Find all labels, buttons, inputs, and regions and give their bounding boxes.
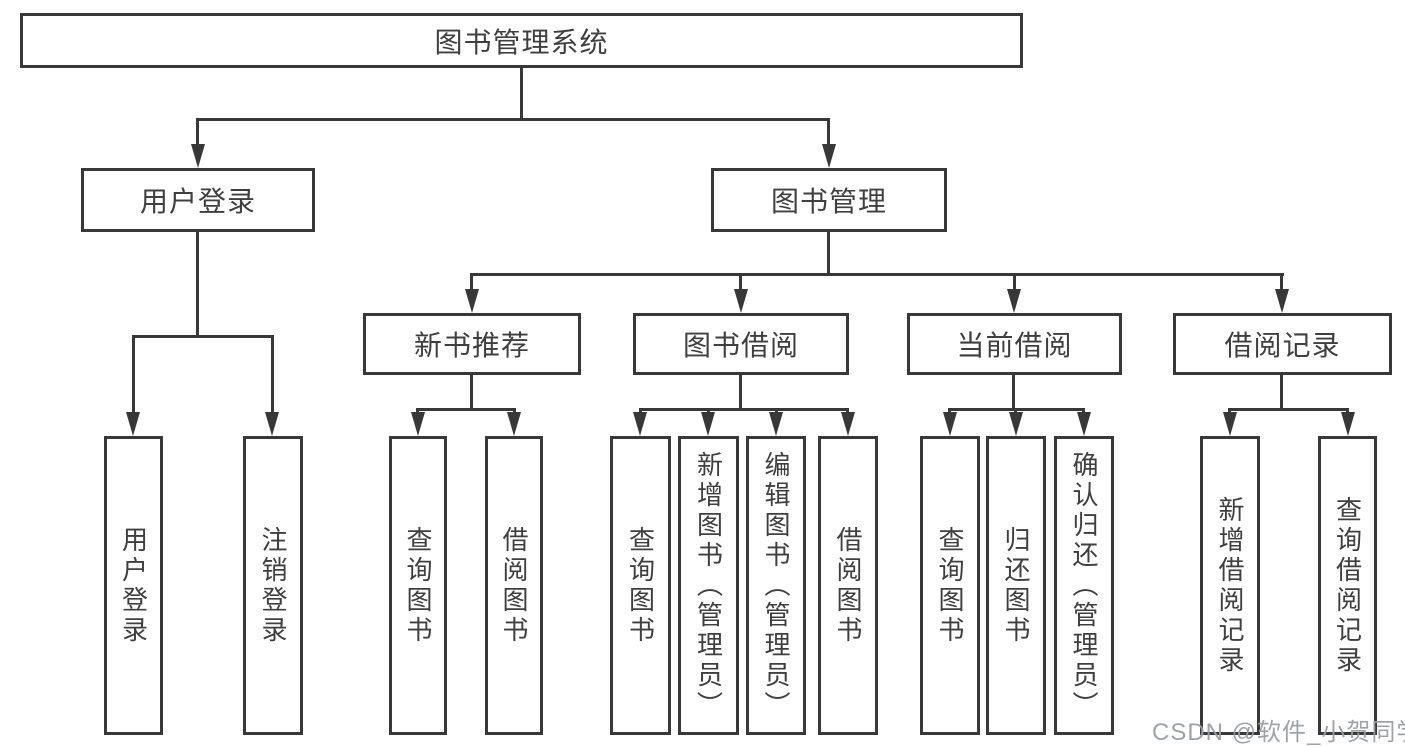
- node-label: 用户登录: [118, 525, 149, 646]
- connector-borrow-records-shaft: [1280, 273, 1283, 291]
- node-label: 新增图书（管理员）: [693, 450, 724, 721]
- connector-new-book-leaf-splitter: [417, 408, 516, 411]
- connector-book-borrow-shaft: [739, 273, 742, 291]
- node-label: 图书借阅: [682, 330, 799, 361]
- node-label: 新增借阅记录: [1215, 495, 1245, 676]
- connector-leaf-user-login-shaft: [132, 335, 135, 414]
- connector-leaf-logout-shaft: [271, 335, 274, 414]
- node-label: 查询图书: [935, 525, 965, 646]
- leaf-add-borrow-record: 新增借阅记录: [1200, 436, 1260, 735]
- arrowhead-new-book: [465, 289, 479, 313]
- connector-level2-splitter: [196, 118, 829, 121]
- node-book-borrowing: 图书借阅: [633, 313, 849, 375]
- leaf-edit-book-admin: 编辑图书（管理员）: [746, 436, 806, 735]
- node-label: 图书管理: [770, 186, 887, 217]
- arrowhead-book-borrow: [734, 289, 748, 313]
- arrowhead-leaf-user-login: [126, 412, 140, 436]
- node-current-borrowing: 当前借阅: [907, 313, 1122, 375]
- arrowhead-leaf-add-book-admin: [701, 412, 715, 436]
- leaf-borrow-books-recommend: 借阅图书: [485, 436, 543, 735]
- node-label: 图书管理系统: [434, 26, 609, 58]
- node-label: 新书推荐: [413, 330, 530, 361]
- node-label: 查询借阅记录: [1332, 495, 1363, 676]
- leaf-query-books-borrowing: 查询图书: [610, 436, 671, 735]
- node-label: 借阅记录: [1224, 330, 1341, 361]
- leaf-confirm-return-admin: 确认归还（管理员）: [1054, 436, 1114, 735]
- arrowhead-leaf-query-borrow-record: [1341, 412, 1355, 436]
- arrowhead-current-borrow: [1007, 289, 1021, 313]
- connector-level3-splitter: [470, 273, 1284, 276]
- connector-current-borrow-stem: [1012, 375, 1015, 411]
- connector-current-borrow-shaft: [1013, 273, 1016, 291]
- connector-root-stem: [520, 68, 523, 120]
- node-label: 编辑图书（管理员）: [761, 450, 791, 721]
- connector-borrow-records-leaf-splitter: [1228, 408, 1348, 411]
- node-label: 借阅图书: [499, 525, 529, 646]
- leaf-borrow-books-borrowing: 借阅图书: [818, 436, 878, 735]
- connector-new-book-shaft: [470, 273, 473, 291]
- connector-user-login-stem: [196, 232, 199, 338]
- connector-user-login-splitter: [132, 335, 274, 338]
- arrowhead-borrow-records: [1275, 289, 1289, 313]
- arrowhead-leaf-borrow-books-borrowing: [841, 412, 855, 436]
- leaf-add-book-admin: 新增图书（管理员）: [678, 436, 739, 735]
- node-user-login: 用户登录: [81, 168, 315, 232]
- node-label: 用户登录: [139, 186, 256, 217]
- arrowhead-leaf-query-books-current: [943, 412, 957, 436]
- node-root-library-system: 图书管理系统: [20, 13, 1023, 68]
- leaf-logout: 注销登录: [243, 436, 303, 735]
- arrowhead-leaf-add-borrow-record: [1223, 412, 1237, 436]
- arrowhead-leaf-confirm-return-admin: [1077, 412, 1091, 436]
- connector-user-login-shaft: [196, 118, 199, 148]
- node-label: 确认归还（管理员）: [1069, 450, 1099, 721]
- node-borrowing-records: 借阅记录: [1173, 313, 1392, 375]
- node-book-management: 图书管理: [711, 168, 947, 232]
- connector-book-borrow-leaf-splitter: [639, 408, 849, 411]
- arrowhead-user-login: [191, 144, 205, 168]
- leaf-query-books-recommend: 查询图书: [389, 436, 447, 735]
- arrowhead-leaf-edit-book-admin: [769, 412, 783, 436]
- connector-new-book-stem: [470, 375, 473, 411]
- arrowhead-leaf-logout: [265, 412, 279, 436]
- node-label: 查询图书: [403, 525, 433, 646]
- arrowhead-leaf-return-book: [1009, 412, 1023, 436]
- node-new-book-recommend: 新书推荐: [363, 313, 581, 375]
- csdn-watermark: CSDN @软件_小贺同学: [1152, 719, 1405, 746]
- connector-book-borrow-stem: [739, 375, 742, 411]
- leaf-query-borrow-record: 查询借阅记录: [1318, 436, 1377, 735]
- connector-borrow-records-stem: [1280, 375, 1283, 411]
- node-label: 注销登录: [258, 525, 288, 646]
- node-label: 归还图书: [1001, 525, 1031, 646]
- arrowhead-leaf-query-books-borrowing: [633, 412, 647, 436]
- node-label: 查询图书: [625, 525, 656, 646]
- arrowhead-leaf-borrow-books-recommend: [507, 412, 521, 436]
- connector-book-mgmt-shaft: [827, 118, 830, 148]
- arrowhead-leaf-query-books-recommend: [411, 412, 425, 436]
- connector-book-mgmt-stem: [827, 232, 830, 276]
- leaf-query-books-current: 查询图书: [920, 436, 980, 735]
- node-label: 当前借阅: [956, 330, 1073, 361]
- leaf-return-book: 归还图书: [986, 436, 1046, 735]
- node-label: 借阅图书: [833, 525, 863, 646]
- leaf-user-login: 用户登录: [104, 436, 163, 735]
- arrowhead-book-mgmt: [822, 144, 836, 168]
